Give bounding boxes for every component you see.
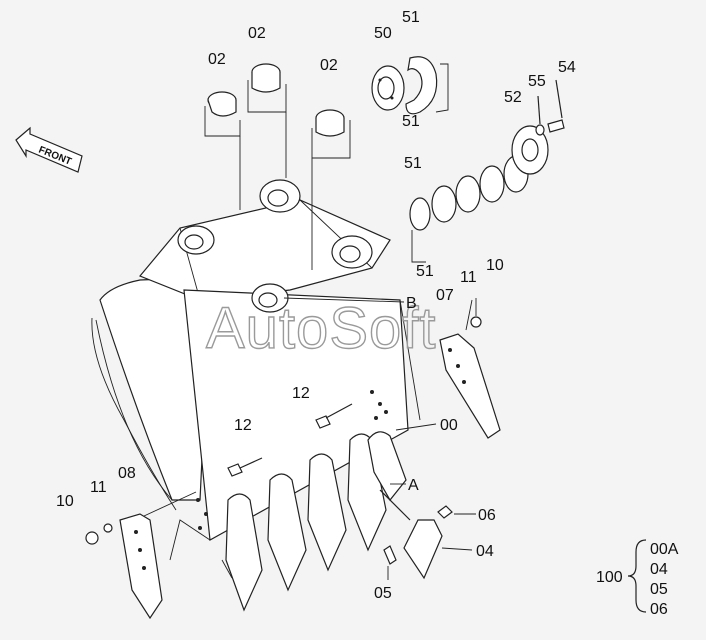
label-51c: 51 <box>404 155 422 172</box>
kit-number: 100 <box>596 569 623 586</box>
label-51d: 51 <box>416 263 434 280</box>
label-12b: 12 <box>234 417 252 434</box>
tooth-1 <box>221 493 263 612</box>
label-08: 08 <box>118 465 136 482</box>
label-11a: 11 <box>460 269 477 286</box>
bushing-02-right <box>311 109 351 159</box>
bolt-12-upper <box>315 403 353 429</box>
spacer-50 <box>371 65 405 111</box>
kit-item-1: 00A <box>650 541 679 558</box>
label-10b: 10 <box>56 493 74 510</box>
label-06: 06 <box>478 507 496 524</box>
bushing-02-center <box>247 63 287 113</box>
nut-10-right <box>470 316 482 328</box>
boss-left-upper <box>177 225 215 255</box>
label-07: 07 <box>436 287 454 304</box>
nut-10-left <box>85 531 99 545</box>
watermark: AutoSoft <box>206 296 436 361</box>
kit-group-100: 100 00A 04 05 06 <box>596 539 679 618</box>
side-cutter-08 <box>119 491 197 620</box>
label-02a: 02 <box>208 51 226 68</box>
shim-stack-51 <box>409 125 549 263</box>
boss-right-upper <box>259 179 301 213</box>
bushing-02-left <box>204 91 241 137</box>
tooth-2 <box>267 473 307 592</box>
bucket-body <box>91 199 421 561</box>
label-02b: 02 <box>248 25 266 42</box>
front-arrow-icon: FRONT <box>15 126 83 173</box>
pin-06 <box>437 505 453 519</box>
label-11b: 11 <box>90 479 107 496</box>
label-10a: 10 <box>486 257 504 274</box>
label-55: 55 <box>528 73 546 90</box>
label-A: A <box>408 477 419 494</box>
tooth-3 <box>307 453 347 572</box>
label-51a: 51 <box>402 9 420 26</box>
bolt-12-lower <box>227 457 263 477</box>
kit-item-4: 06 <box>650 601 668 618</box>
label-50: 50 <box>374 25 392 42</box>
washer-55 <box>535 95 545 136</box>
kit-item-2: 04 <box>650 561 668 578</box>
boss-left-lower <box>251 283 289 313</box>
pin-05 <box>383 545 397 565</box>
label-00: 00 <box>440 417 458 434</box>
label-52: 52 <box>504 89 522 106</box>
tooth-point-04 <box>379 489 443 580</box>
label-05: 05 <box>374 585 392 602</box>
label-51b: 51 <box>402 113 420 130</box>
tooth-5 <box>367 431 407 502</box>
kit-item-3: 05 <box>650 581 668 598</box>
side-cutter-07 <box>439 333 501 439</box>
label-12a: 12 <box>292 385 310 402</box>
boss-right-lower <box>331 235 373 269</box>
shim-51-top <box>405 56 449 115</box>
label-B: B <box>406 295 417 312</box>
label-54: 54 <box>558 59 576 76</box>
label-02c: 02 <box>320 57 338 74</box>
washer-11-left <box>103 523 113 533</box>
label-04: 04 <box>476 543 494 560</box>
bolt-54 <box>547 79 565 133</box>
